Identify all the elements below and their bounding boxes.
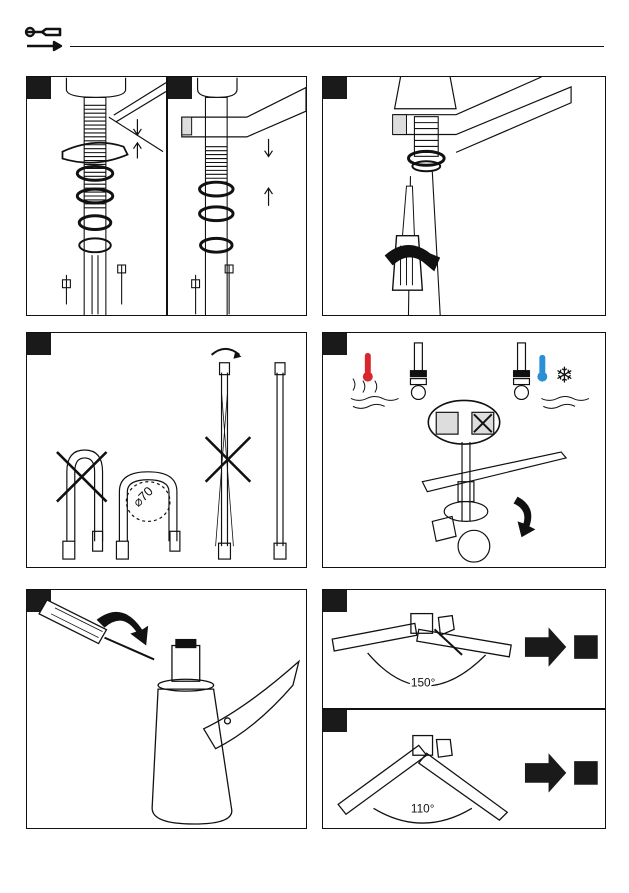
hot-water-icon	[351, 353, 399, 409]
step-panel-7: 110°	[322, 709, 606, 829]
diameter-label: ⌀70	[130, 483, 156, 509]
cold-water-icon: ❄	[537, 355, 589, 409]
step-panel-6: 150°	[322, 589, 606, 709]
tighten-nut-diagram	[323, 77, 605, 315]
next-step-arrow-icon	[525, 753, 566, 792]
angle-label: 110°	[411, 801, 435, 815]
step-panel-5	[26, 589, 307, 829]
hose-bending-diagram: ⌀70	[27, 333, 306, 567]
wrench-screwdriver-icon	[24, 24, 64, 52]
hose-connection-diagram: ❄	[323, 333, 605, 567]
step-panel-1b	[167, 76, 307, 316]
step-panel-2	[322, 76, 606, 316]
set-screw-diagram	[27, 590, 306, 828]
swivel-110-diagram: 110°	[323, 710, 605, 828]
rotate-arrow-icon	[514, 497, 536, 538]
step-panel-3: ⌀70	[26, 332, 307, 568]
forbidden-cross-icon	[57, 452, 107, 502]
swivel-150-diagram: 150°	[323, 590, 605, 708]
next-step-tab	[574, 761, 598, 785]
svg-text:❄: ❄	[555, 364, 573, 389]
next-step-tab	[574, 635, 598, 659]
mount-nut-diagram	[27, 77, 166, 315]
mount-plate-diagram	[168, 77, 306, 315]
angle-label: 150°	[411, 675, 436, 689]
header-rule	[70, 46, 604, 47]
step-panel-1a	[26, 76, 167, 316]
next-step-arrow-icon	[525, 627, 566, 666]
step-panel-4: ❄	[322, 332, 606, 568]
